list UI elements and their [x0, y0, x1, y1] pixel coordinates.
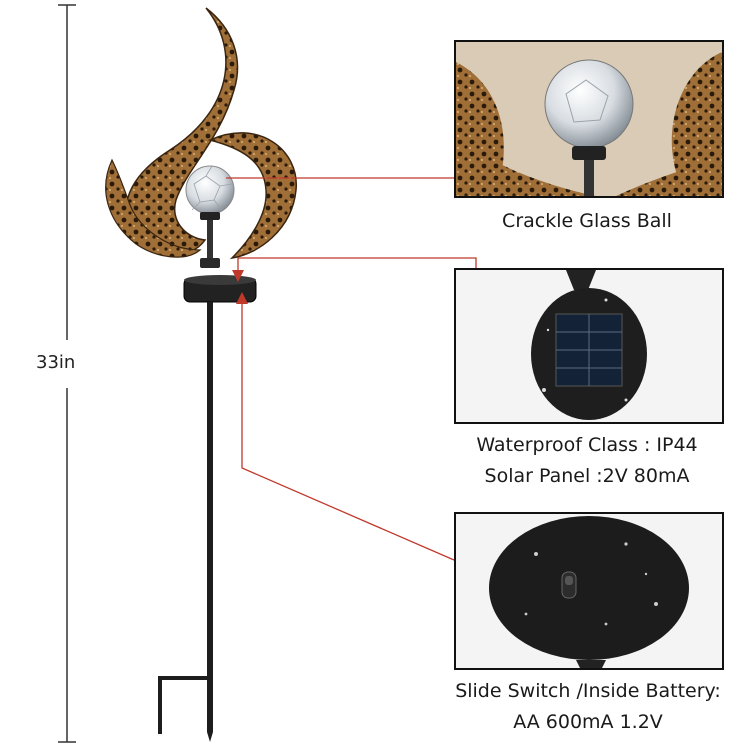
caption-line: Slide Switch /Inside Battery:	[455, 680, 721, 702]
glass-ball-caption: Crackle Glass Ball	[454, 206, 720, 237]
height-label: 33in	[36, 352, 76, 373]
leader-lines	[226, 177, 477, 561]
solar-panel-photo	[454, 268, 724, 424]
caption-line: AA 600mA 1.2V	[513, 711, 663, 733]
arrow-icon	[232, 270, 244, 282]
switch-battery-photo	[454, 512, 724, 670]
solar-puck	[183, 275, 257, 303]
ground-stake	[158, 302, 213, 742]
flame-decoration	[105, 7, 297, 260]
solar-panel-caption: Waterproof Class : IP44 Solar Panel :2V …	[440, 430, 734, 492]
switch-battery-caption: Slide Switch /Inside Battery: AA 600mA 1…	[438, 676, 738, 738]
glass-ball-icon	[185, 165, 235, 268]
caption-line: Solar Panel :2V 80mA	[484, 465, 690, 487]
caption-line: Waterproof Class : IP44	[476, 434, 698, 456]
glass-ball-photo	[454, 40, 724, 198]
arrow-icon	[236, 292, 248, 304]
caption-line: Crackle Glass Ball	[502, 210, 672, 232]
height-dimension-line	[58, 4, 76, 743]
